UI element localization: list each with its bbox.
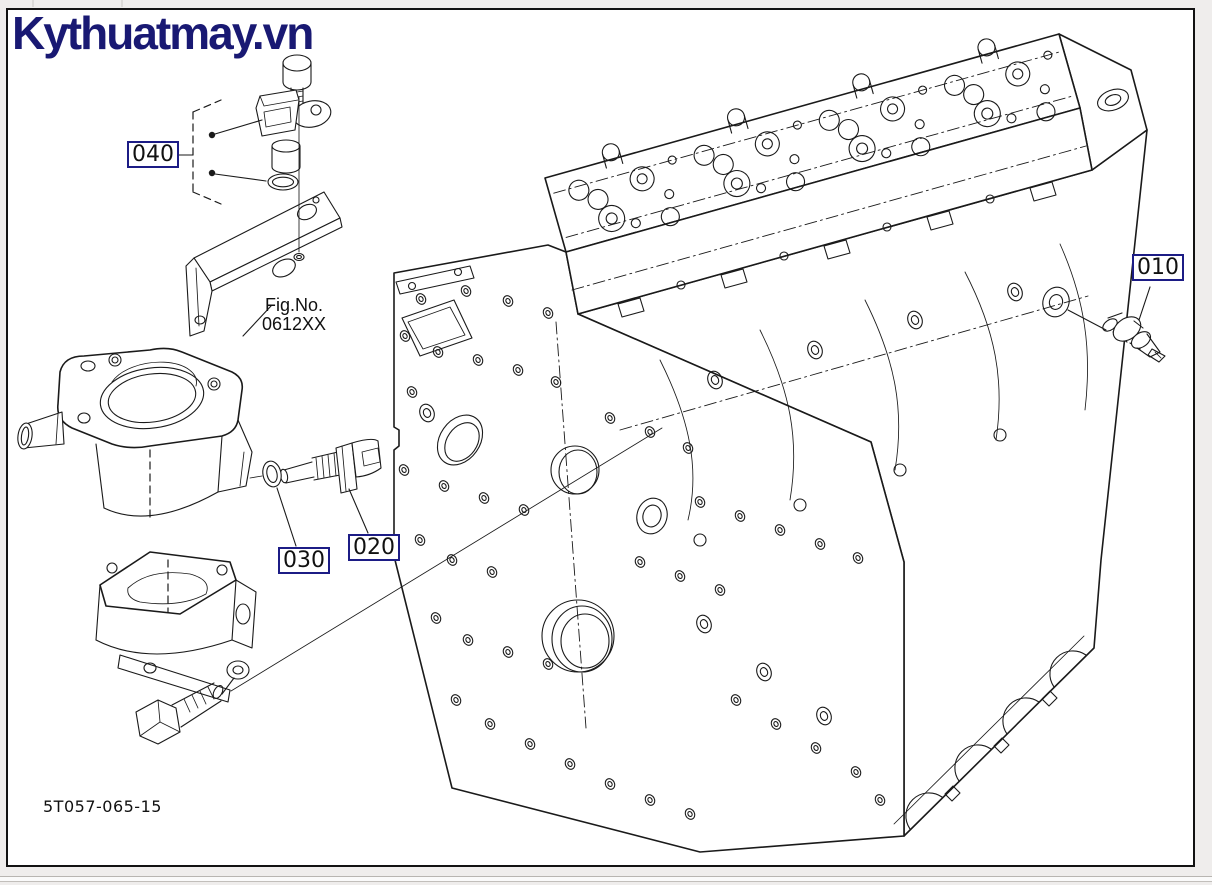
cam-sensor-040-drawing xyxy=(255,54,332,191)
top-strip-artifact xyxy=(32,0,34,7)
callout-030[interactable]: 030 xyxy=(278,547,330,574)
fig-no: Fig.No. 0612XX xyxy=(254,296,334,334)
cylinder-head-drawing xyxy=(553,22,1074,251)
callout-040[interactable]: 040 xyxy=(127,141,179,168)
crankcase-arches xyxy=(893,635,1087,830)
drawing-code: 5T057-065-15 xyxy=(43,797,162,816)
thermostat-housing-drawing xyxy=(17,347,263,523)
flange-bolt-drawing xyxy=(135,682,224,745)
oil-switch-boss xyxy=(1042,286,1070,318)
gear-case-face-details xyxy=(395,265,888,822)
engine-block-drawing xyxy=(393,22,1148,853)
callout-010[interactable]: 010 xyxy=(1132,254,1184,281)
cylinder-head-front-band xyxy=(565,107,1093,315)
site-logo[interactable]: Kythuatmay.vn xyxy=(12,7,314,59)
callout-020[interactable]: 020 xyxy=(348,534,400,561)
oring-030-drawing xyxy=(262,460,282,488)
water-bracket-drawing xyxy=(95,551,257,703)
leader-lines xyxy=(173,96,1151,695)
fig-no-number: 0612XX xyxy=(261,314,327,334)
top-strip-artifact xyxy=(121,0,123,7)
fig-no-prefix: Fig.No. xyxy=(264,295,324,315)
temp-sensor-020-drawing xyxy=(279,438,382,494)
bottom-groove xyxy=(0,876,1212,882)
mounting-bracket-drawing xyxy=(185,191,343,337)
